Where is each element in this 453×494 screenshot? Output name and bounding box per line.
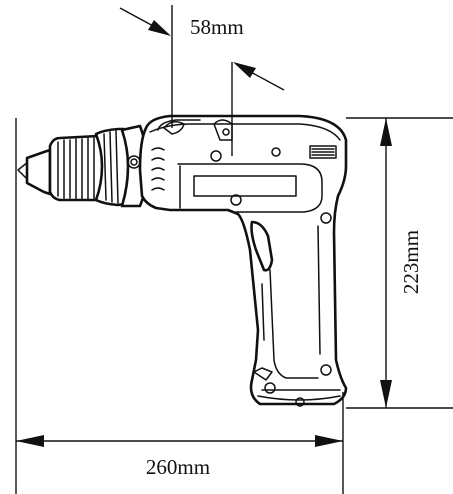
trigger	[250, 220, 274, 272]
arrow-58-right	[233, 62, 256, 78]
arrow-260-right	[315, 435, 343, 447]
housing	[138, 114, 348, 406]
dimension-length: 260mm	[15, 118, 344, 494]
label-260mm: 260mm	[146, 455, 210, 479]
arrow-223-top	[380, 118, 392, 146]
label-223mm: 223mm	[399, 230, 423, 294]
arrow-58-left	[148, 20, 171, 36]
dimension-height: 223mm	[346, 117, 453, 409]
dimension-chuck-offset: 58mm	[119, 5, 285, 156]
arrow-223-bottom	[380, 380, 392, 408]
chuck	[25, 124, 150, 208]
drill-illustration	[17, 114, 348, 407]
arrow-260-left	[16, 435, 44, 447]
label-58mm: 58mm	[190, 15, 244, 39]
